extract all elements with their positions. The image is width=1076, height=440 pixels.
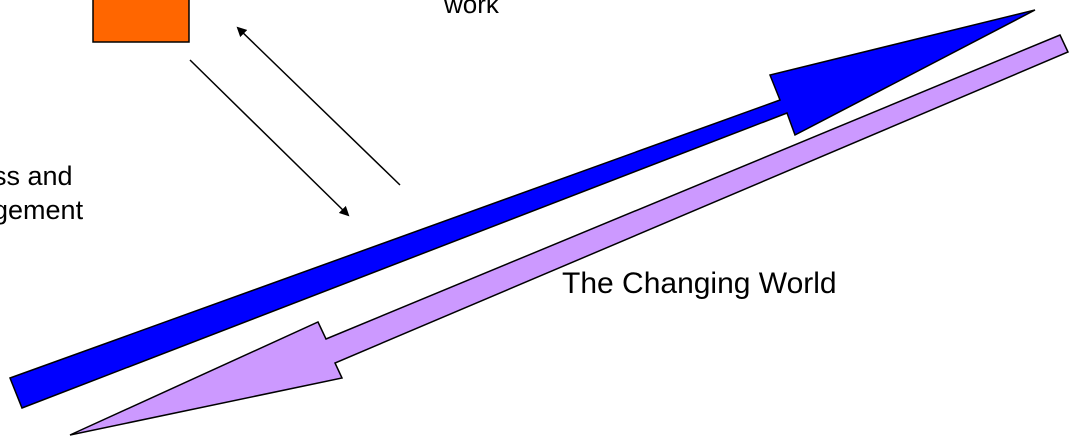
forward-blue-arrow: [9, 9, 1036, 409]
changing-world-arrow: [69, 34, 1070, 436]
connector-arrow-down: [189, 59, 350, 217]
process-label-line1: ess and: [0, 161, 73, 191]
process-label-line2: agement: [0, 194, 84, 225]
orange-box: [92, 0, 190, 43]
work-label: work: [444, 0, 499, 19]
process-management-label: ess and agement: [0, 160, 83, 228]
connector-arrow-up: [236, 26, 401, 186]
changing-world-label: The Changing World: [562, 267, 837, 300]
